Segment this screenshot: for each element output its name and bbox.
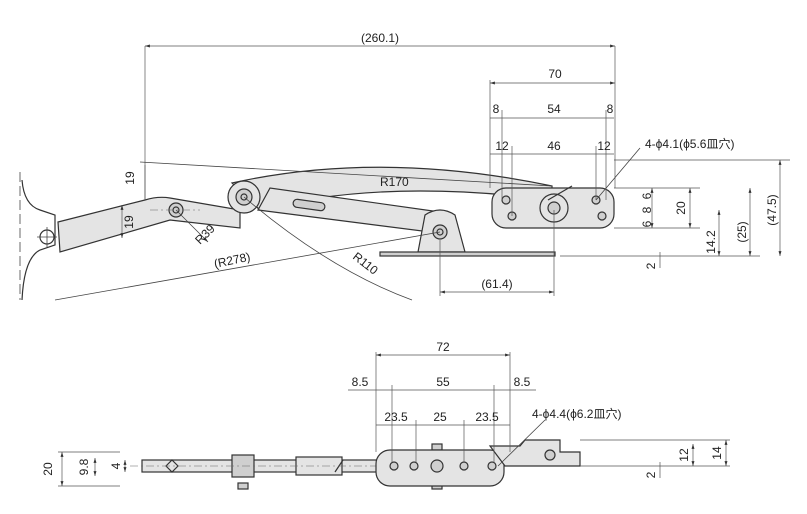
dim-plate-height-upper: 6 [640,192,654,199]
dim-end-margin-right: 8.5 [514,375,531,389]
bottom-dimensions [58,352,730,487]
lower-arm [57,196,241,253]
dim-base-thickness: 2 [644,262,658,269]
dim-plate-height-mid: 8 [640,206,654,213]
dim-plate-height-total: 20 [674,201,688,215]
dim-overall-length: (260.1) [361,31,399,45]
dim-pivot-offset: (61.4) [481,277,512,291]
bottom-arm [130,443,560,490]
bottom-hole-note: 4-ϕ4.4(ϕ6.2皿穴) [532,406,621,421]
side-hole-note: 4-ϕ4.1(ϕ5.6皿穴) [645,136,734,151]
dim-bracket-height: 12 [677,448,691,462]
dim-inner-margin-left: 12 [495,139,509,153]
dim-arm-height-side: 19 [122,215,136,229]
dim-total-height: (47.5) [765,194,779,225]
wall-bracket [19,172,57,301]
side-view: (260.1) 70 8 54 8 12 46 12 4-ϕ4.1(ϕ5.6皿穴… [19,31,790,301]
dim-base-offset: (25) [735,221,749,242]
dim-plate-height-lower: 6 [640,220,654,227]
dim-inner-hole-pitch: 46 [547,139,561,153]
dim-inner-spacing-left: 23.5 [384,410,408,424]
dim-radius-arc: R170 [380,175,409,189]
dim-end-margin-left: 8.5 [352,375,369,389]
dim-bracket-total: 14 [710,446,724,460]
dim-plate-margin-left: 8 [493,102,500,116]
bottom-view: 72 8.5 55 8.5 23.5 25 23.5 4-ϕ4.4(ϕ6.2皿穴… [41,340,730,490]
dim-total-width: 20 [41,462,55,476]
dim-base-height: 14.2 [704,230,718,254]
bottom-labels: 72 8.5 55 8.5 23.5 25 23.5 4-ϕ4.4(ϕ6.2皿穴… [41,340,724,478]
dim-radius-swing: (R278) [213,250,252,271]
dim-plate-length: 70 [548,67,562,81]
dim-bottom-base-thickness: 2 [644,471,658,478]
dim-inner-margin-right: 12 [597,139,611,153]
bottom-plate [375,449,505,487]
dim-inner-spacing-right: 23.5 [475,410,499,424]
dim-inner-spacing-center: 25 [433,410,447,424]
dim-arm-height-top: 19 [123,171,137,185]
dim-plate-margin-right: 8 [607,102,614,116]
dim-arm-width: 9.8 [77,458,91,475]
dim-radius-link: R110 [350,249,381,277]
base-bracket [379,209,556,257]
dim-hole-pitch: 55 [436,375,450,389]
dim-overall-plate-length: 72 [436,340,450,354]
dim-plate-hole-pitch: 54 [547,102,561,116]
bottom-bracket [488,439,581,467]
dim-arm-thickness: 4 [109,462,123,469]
side-dimensions [54,44,790,301]
